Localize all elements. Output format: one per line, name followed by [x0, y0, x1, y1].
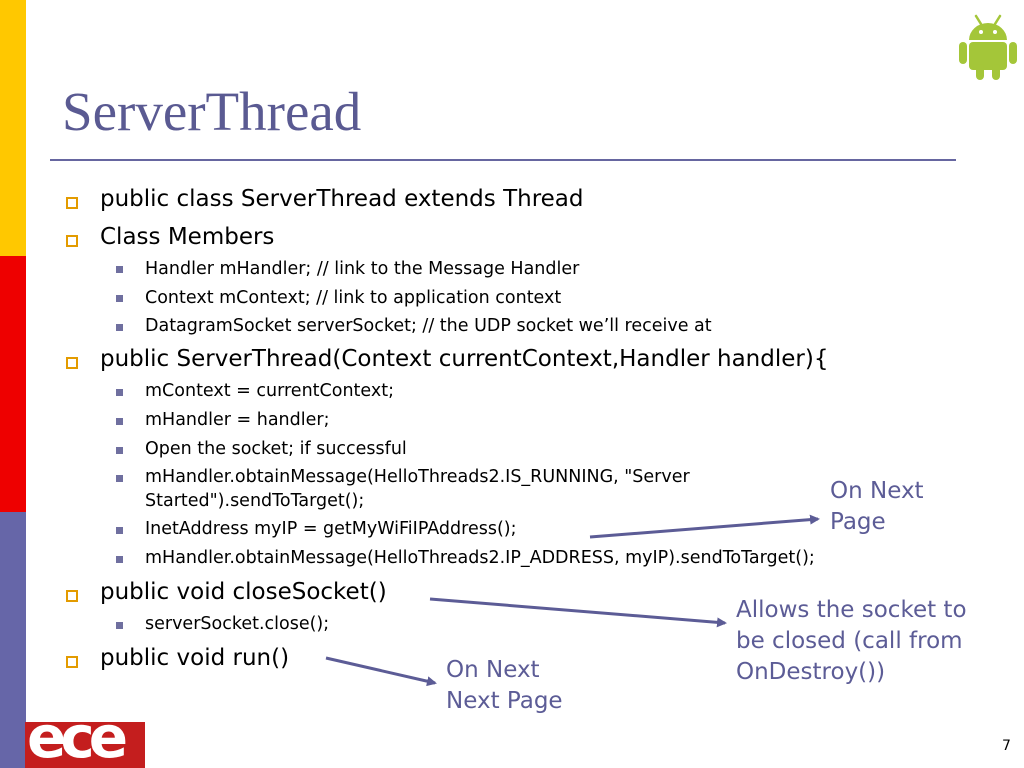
- ece-logo-text: ece: [27, 722, 128, 768]
- square-sub-bullet-icon: [116, 622, 123, 629]
- square-sub-bullet-icon: [116, 295, 123, 302]
- sub-bullet-text: serverSocket.close();: [145, 614, 330, 634]
- square-sub-bullet-icon: [116, 389, 123, 396]
- bullet-text: public class ServerThread extends Thread: [100, 186, 584, 212]
- sub-bullet-text-continued: Started").sendToTarget();: [145, 491, 365, 511]
- title-divider: [50, 159, 956, 161]
- slide-title: ServerThread: [62, 81, 362, 142]
- square-bullet-icon: [66, 197, 78, 209]
- square-bullet-icon: [66, 590, 78, 602]
- arrow-to-on-next-next-page: [325, 656, 437, 687]
- square-sub-bullet-icon: [116, 266, 123, 273]
- left-bar-red: [0, 256, 26, 512]
- annotation-line: On Next: [830, 478, 924, 504]
- bullet-text: public void run(): [100, 645, 290, 671]
- sub-bullet-text: DatagramSocket serverSocket; // the UDP …: [145, 316, 712, 336]
- sub-bullet-text: mHandler.obtainMessage(HelloThreads2.IP_…: [145, 548, 815, 568]
- ece-logo: ece: [25, 722, 145, 768]
- annotation-line: OnDestroy()): [736, 659, 886, 685]
- sub-bullet-text: Handler mHandler; // link to the Message…: [145, 259, 580, 279]
- sub-bullet-text: mHandler.obtainMessage(HelloThreads2.IS_…: [145, 467, 690, 487]
- square-bullet-icon: [66, 235, 78, 247]
- square-sub-bullet-icon: [116, 418, 123, 425]
- annotation-allows-closed: Allows the socket to be closed (call fro…: [736, 595, 967, 688]
- bullet-text: public void closeSocket(): [100, 579, 387, 605]
- annotation-line: be closed (call from: [736, 628, 963, 654]
- square-bullet-icon: [66, 656, 78, 668]
- arrow-to-on-next-page: [589, 514, 820, 539]
- bullet-text: Class Members: [100, 224, 275, 250]
- annotation-on-next-next-page: On Next Next Page: [446, 655, 563, 717]
- square-sub-bullet-icon: [116, 556, 123, 563]
- sub-bullet-text: Open the socket; if successful: [145, 439, 407, 459]
- bullet-text: public ServerThread(Context currentConte…: [100, 346, 829, 372]
- sub-bullet-text: Context mContext; // link to application…: [145, 288, 562, 308]
- square-sub-bullet-icon: [116, 475, 123, 482]
- annotation-line: Allows the socket to: [736, 597, 967, 623]
- sub-bullet-text: mContext = currentContext;: [145, 381, 394, 401]
- annotation-line: On Next: [446, 657, 540, 683]
- square-bullet-icon: [66, 357, 78, 369]
- annotation-line: Next Page: [446, 688, 563, 714]
- android-robot-icon: [959, 14, 1017, 80]
- square-sub-bullet-icon: [116, 324, 123, 331]
- left-bar-purple: [0, 512, 26, 768]
- square-sub-bullet-icon: [116, 527, 123, 534]
- page-number: 7: [1002, 738, 1011, 754]
- left-bar-yellow: [0, 0, 26, 256]
- arrow-to-allows-closed: [429, 597, 727, 628]
- annotation-line: Page: [830, 509, 886, 535]
- sub-bullet-text: mHandler = handler;: [145, 410, 330, 430]
- annotation-on-next-page: On Next Page: [830, 476, 924, 538]
- sub-bullet-text: InetAddress myIP = getMyWiFiIPAddress();: [145, 519, 517, 539]
- square-sub-bullet-icon: [116, 447, 123, 454]
